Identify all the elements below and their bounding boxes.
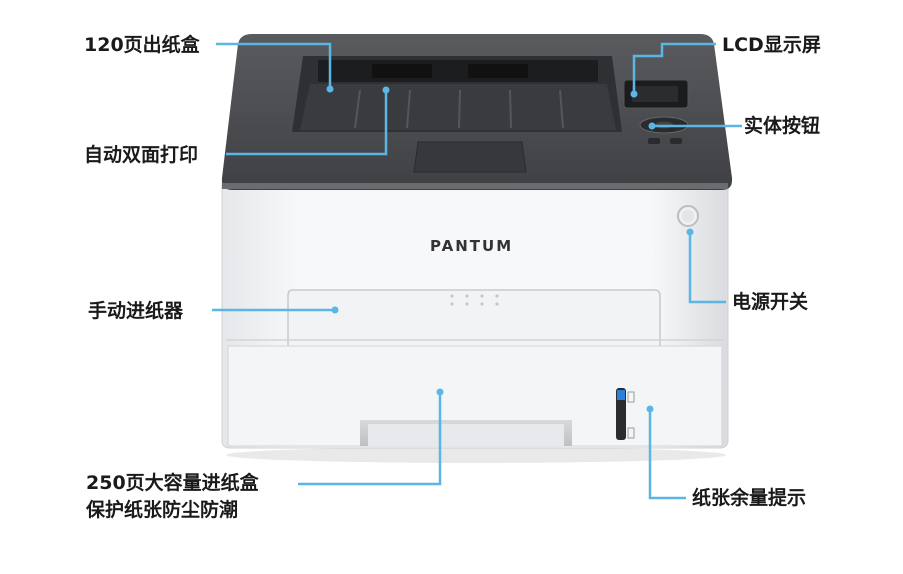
auto-duplex-dot [382,86,390,94]
callout-physical-buttons: 实体按钮 [744,115,821,137]
output-tray-leader [216,42,332,88]
manual-feed-dot [331,306,339,314]
input-tray-leader [298,392,442,486]
callout-manual-feed: 手动进纸器 [88,300,184,322]
callout-input-tray: 250页大容量进纸盒 保护纸张防尘防潮 [86,470,259,524]
callout-auto-duplex: 自动双面打印 [84,144,199,166]
callout-lcd-display: LCD显示屏 [722,34,821,56]
callout-output-tray: 120页出纸盒 [84,34,200,56]
callout-input-tray-line1: 250页大容量进纸盒 [86,472,259,494]
paper-level-leader [648,410,686,500]
power-dot [686,228,694,236]
pantum-logo: PANTUM [430,237,514,255]
lcd-dot [630,90,638,98]
buttons-dot [648,122,656,130]
paper-level-dot [646,405,654,413]
paper-level-indicator [616,388,626,440]
auto-duplex-leader [226,90,388,156]
output-tray-dot [326,85,334,93]
callout-input-tray-line2: 保护纸张防尘防潮 [86,499,239,521]
lcd-leader [632,42,716,94]
callout-paper-level: 纸张余量提示 [692,487,807,509]
input-tray-dot [436,388,444,396]
power-leader [688,234,726,304]
callout-power-switch: 电源开关 [732,291,809,313]
